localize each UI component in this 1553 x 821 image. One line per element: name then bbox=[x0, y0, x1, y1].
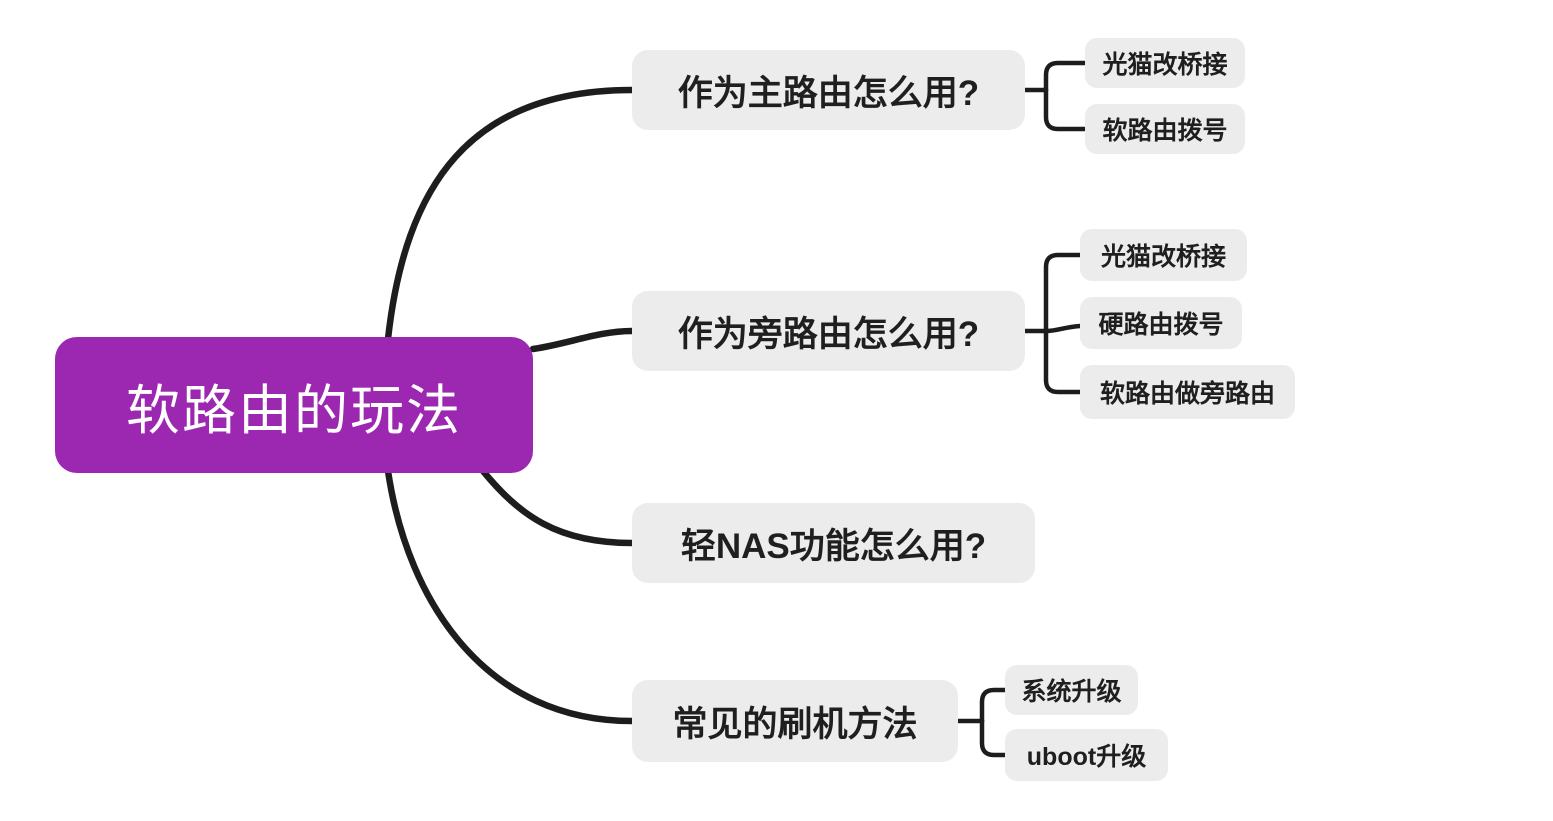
connector-branch-1-child-2 bbox=[1043, 87, 1088, 132]
connector-root-to-branch-3 bbox=[479, 467, 636, 547]
subtopic-hardrouter-dial[interactable]: 硬路由拨号 bbox=[1080, 297, 1242, 349]
connector-root-to-branch-4 bbox=[384, 467, 636, 725]
subtopic-modem-bridge-2[interactable]: 光猫改桥接 bbox=[1080, 229, 1247, 281]
connector-branch-4-child-1 bbox=[979, 687, 1011, 724]
connector-branch-1-child-1 bbox=[1043, 60, 1088, 93]
subtopic-softrouter-as-side[interactable]: 软路由做旁路由 bbox=[1080, 365, 1295, 419]
topic-side-router[interactable]: 作为旁路由怎么用? bbox=[632, 291, 1025, 371]
topic-light-nas[interactable]: 轻NAS功能怎么用? bbox=[632, 503, 1035, 583]
connector-branch-2-child-3 bbox=[1043, 328, 1083, 395]
topic-main-router[interactable]: 作为主路由怎么用? bbox=[632, 50, 1025, 130]
subtopic-uboot-upgrade[interactable]: uboot升级 bbox=[1005, 729, 1168, 781]
connector-root-to-branch-2 bbox=[529, 327, 636, 353]
connector-branch-4-child-2 bbox=[979, 718, 1011, 758]
topic-flashing-methods[interactable]: 常见的刷机方法 bbox=[632, 680, 958, 762]
connector-branch-2-child-1 bbox=[1043, 252, 1083, 334]
subtopic-modem-bridge-1[interactable]: 光猫改桥接 bbox=[1085, 38, 1245, 88]
root-topic[interactable]: 软路由的玩法 bbox=[55, 337, 533, 473]
subtopic-softrouter-dial[interactable]: 软路由拨号 bbox=[1085, 104, 1245, 154]
subtopic-system-upgrade[interactable]: 系统升级 bbox=[1005, 665, 1138, 715]
connector-root-to-branch-1 bbox=[384, 86, 636, 343]
connector-branch-2-child-2 bbox=[1043, 323, 1083, 334]
